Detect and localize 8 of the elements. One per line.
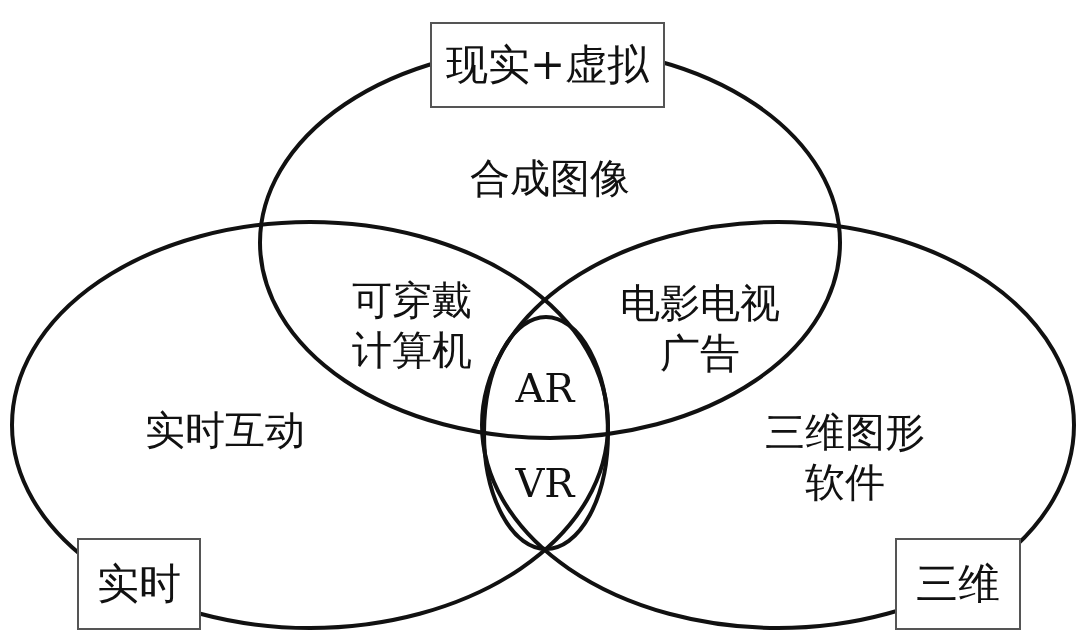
label-box: 现实+虚拟 xyxy=(430,22,665,108)
overlap-label: 可穿戴计算机 xyxy=(351,276,473,375)
region-label: 合成图像 xyxy=(469,154,631,203)
region-label: VR xyxy=(514,459,577,508)
region-label: 三维图形软件 xyxy=(764,408,926,507)
overlap-label: 电影电视广告 xyxy=(619,279,781,378)
region-label: AR xyxy=(514,364,577,413)
region-label: 实时互动 xyxy=(144,406,306,455)
